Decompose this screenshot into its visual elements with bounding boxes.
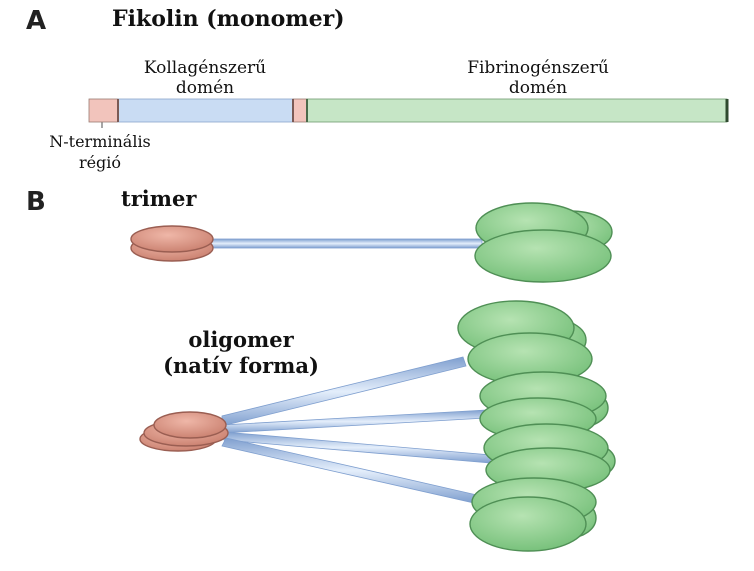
collagen-domain-label: Kollagénszerű domén <box>95 58 315 98</box>
trimer-pink-disc <box>130 225 214 253</box>
trimer-fibrinogen-heads <box>474 202 613 283</box>
oligomer-fibrinogen-heads <box>457 300 616 552</box>
trimer-green-lobe <box>474 229 612 283</box>
trimer-label: trimer <box>121 186 197 211</box>
oligomer-label: oligomer (natív forma) <box>126 327 356 379</box>
panel-a-title: Fikolin (monomer) <box>112 6 345 32</box>
fibrinogen-domain-label-line2: domén <box>508 78 568 98</box>
panel-a-letter: A <box>26 6 47 36</box>
linker-segment <box>292 98 308 123</box>
fibrinogen-domain-segment <box>306 98 728 123</box>
n-terminal-label-line2: régió <box>78 153 122 172</box>
oligomer-pink-disc <box>153 411 227 439</box>
n-terminal-label-line1: N-terminális <box>49 132 151 151</box>
panel-b-letter: B <box>26 187 46 217</box>
monomer-bar <box>88 98 729 128</box>
trimer-stalk <box>209 238 483 249</box>
n-terminal-segment <box>88 98 119 123</box>
fibrinogen-domain-label: Fibrinogénszerű domén <box>418 58 658 98</box>
oligomer-green-lobe <box>469 496 587 552</box>
fibrinogen-domain-label-line1: Fibrinogénszerű <box>467 58 609 78</box>
oligomer-label-line1: oligomer <box>188 327 294 352</box>
n-terminal-label: N-terminális régió <box>20 131 180 173</box>
oligomer-n-terminal-head <box>139 411 229 452</box>
collagen-domain-label-line1: Kollagénszerű <box>143 58 267 78</box>
oligomer-stalks <box>221 356 492 504</box>
panel-divider-area <box>0 125 754 180</box>
collagen-domain-label-line2: domén <box>175 78 235 98</box>
collagen-domain-segment <box>117 98 294 123</box>
oligomer-label-line2: (natív forma) <box>163 353 319 378</box>
trimer-n-terminal-head <box>130 225 214 262</box>
trimer-structure <box>130 202 613 283</box>
